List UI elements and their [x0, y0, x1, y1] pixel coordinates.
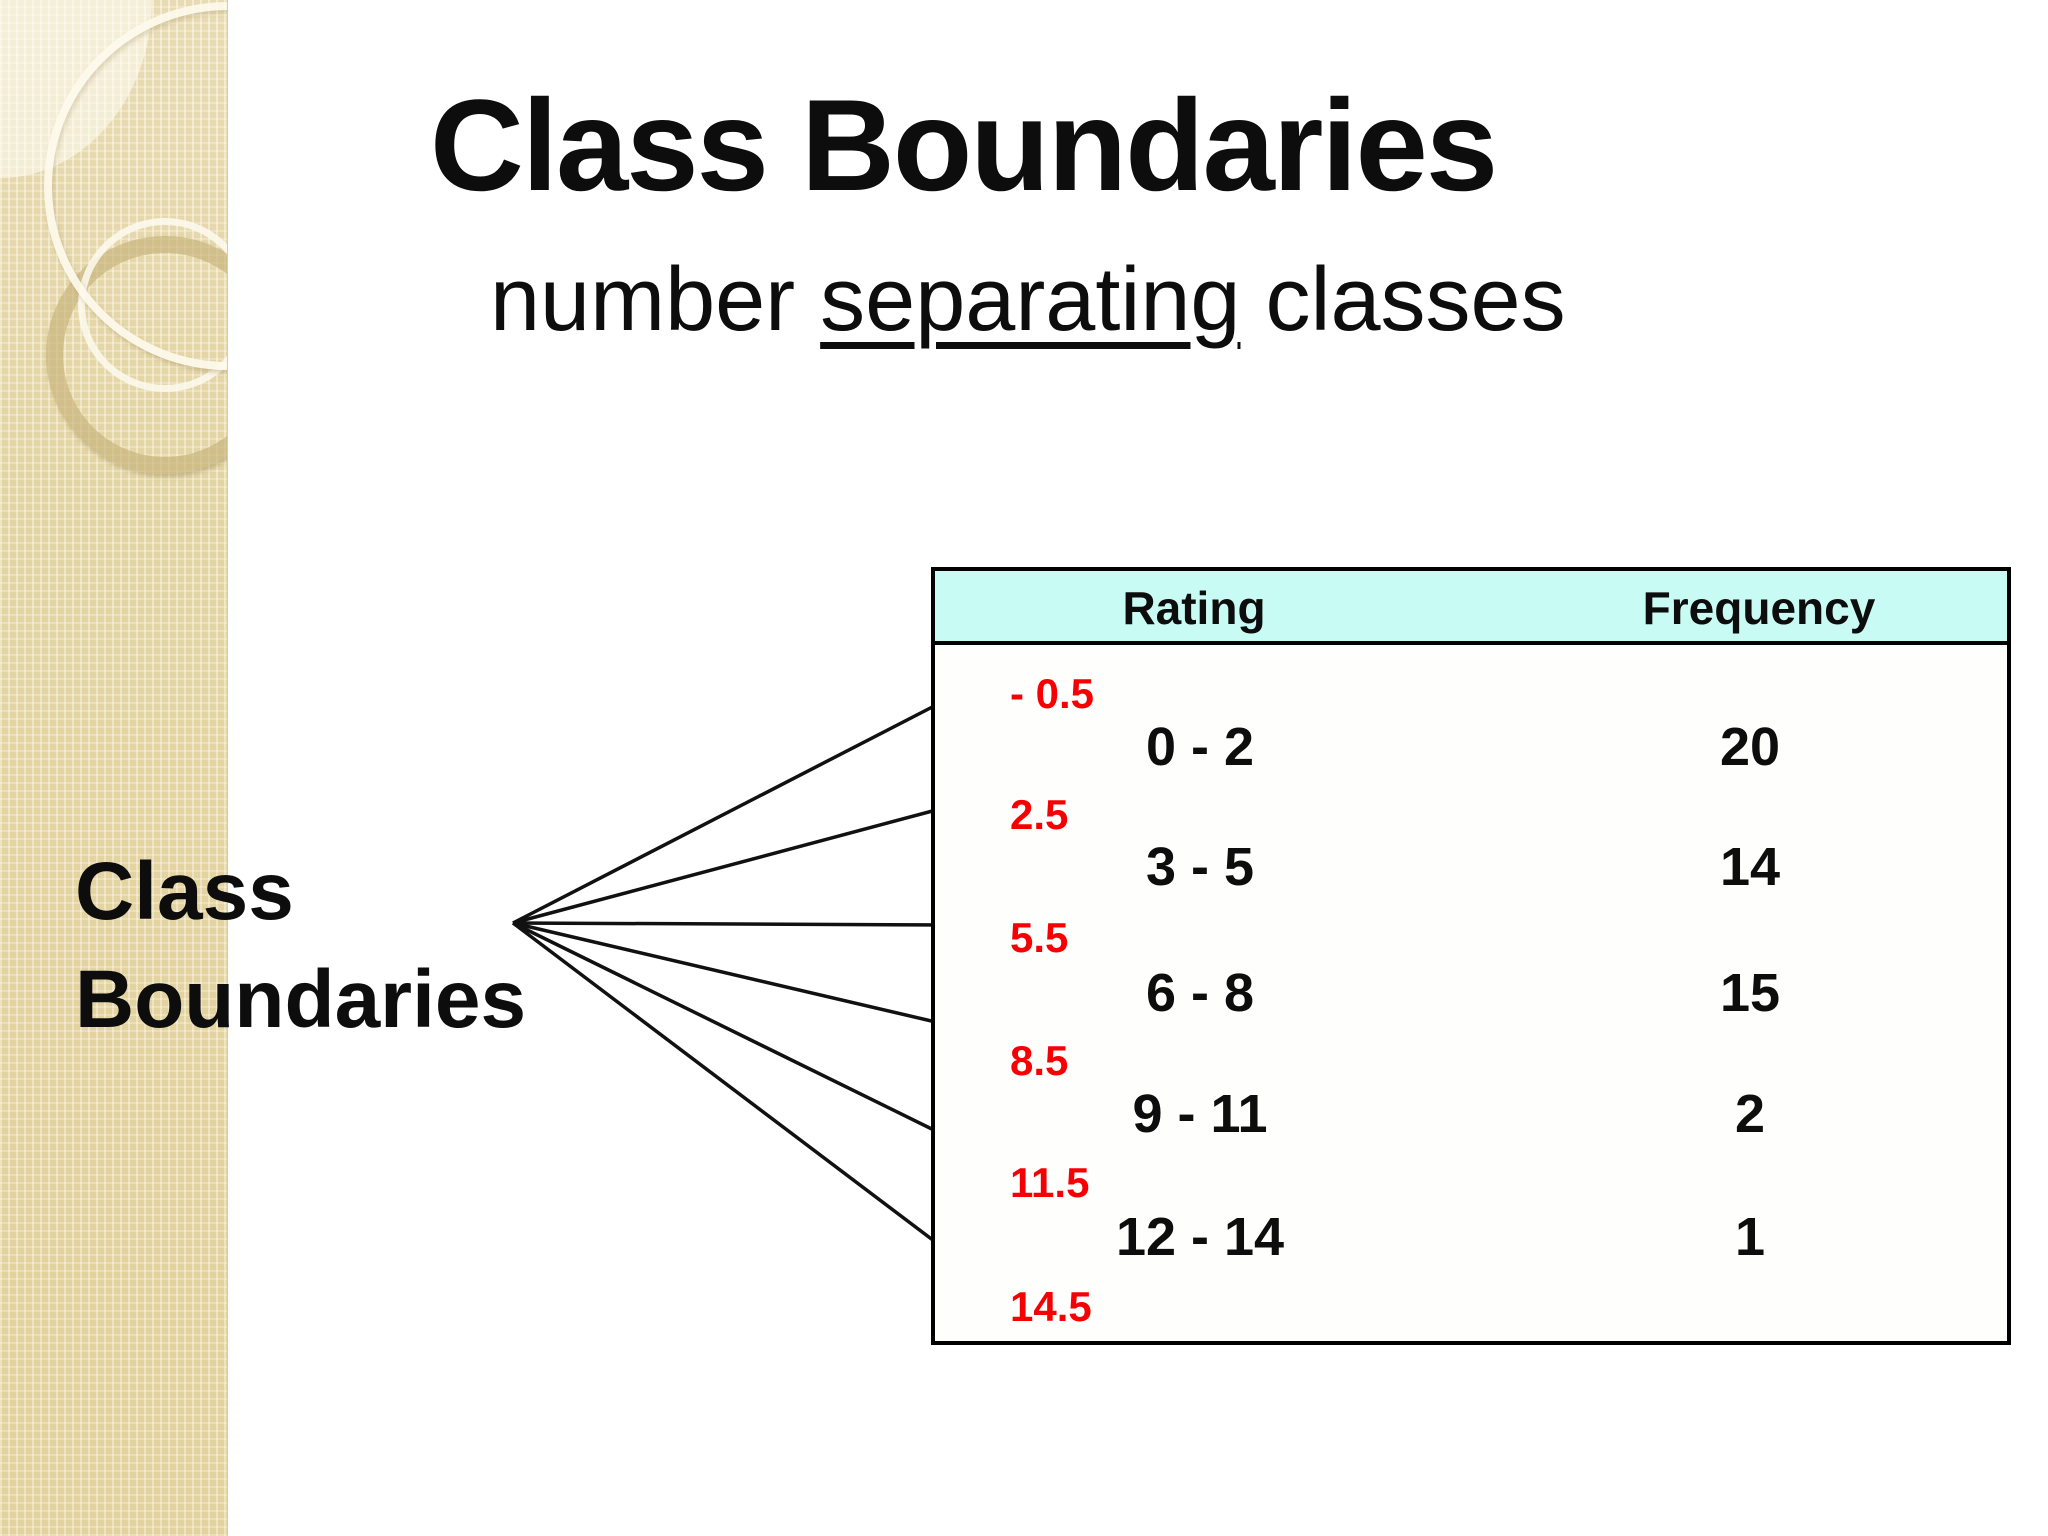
table-header-frequency: Frequency	[1642, 582, 1876, 634]
sidebar-decoration	[0, 0, 228, 1536]
boundary-line-4	[512, 921, 941, 1025]
rating-cell: 12 - 14	[1115, 1207, 1285, 1267]
frequency-cell: 20	[1719, 717, 1781, 777]
boundary-line-1	[512, 700, 943, 925]
class-boundary-value: 11.5	[1010, 1159, 1090, 1206]
subtitle-text-pre: number	[490, 250, 821, 350]
frequency-cell: 2	[1734, 1084, 1766, 1144]
class-boundaries-label-line2: Boundaries	[75, 954, 527, 1045]
class-boundaries-label-line1: Class	[75, 846, 294, 937]
class-boundaries-label: Class Boundaries	[75, 838, 526, 1054]
table-header-row: Rating Frequency	[935, 571, 2007, 645]
boundary-line-2	[512, 803, 956, 925]
class-boundary-value: - 0.5	[1010, 670, 1095, 717]
boundary-line-6	[511, 921, 952, 1255]
subtitle-underlined-word: separating	[820, 250, 1241, 350]
table-header-rating: Rating	[1122, 582, 1266, 634]
boundary-line-3	[512, 921, 951, 927]
rating-cell: 6 - 8	[1145, 963, 1255, 1023]
frequency-table: Rating Frequency	[931, 567, 2011, 1345]
frequency-cell: 15	[1719, 963, 1781, 1023]
rating-cell: 0 - 2	[1145, 717, 1255, 777]
frequency-cell: 1	[1734, 1207, 1766, 1267]
class-boundary-value: 2.5	[1010, 791, 1069, 838]
frequency-cell: 14	[1719, 837, 1781, 897]
boundary-line-5	[512, 921, 949, 1139]
subtitle-text-post: classes	[1240, 250, 1566, 350]
class-boundary-value: 5.5	[1010, 914, 1069, 961]
rating-cell: 9 - 11	[1132, 1084, 1268, 1144]
class-boundary-value: 14.5	[1010, 1283, 1092, 1330]
rating-cell: 3 - 5	[1145, 837, 1255, 897]
slide-title: Class Boundaries	[430, 72, 1498, 218]
class-boundary-value: 8.5	[1010, 1037, 1069, 1084]
slide-subtitle: number separating classes	[490, 250, 1566, 350]
